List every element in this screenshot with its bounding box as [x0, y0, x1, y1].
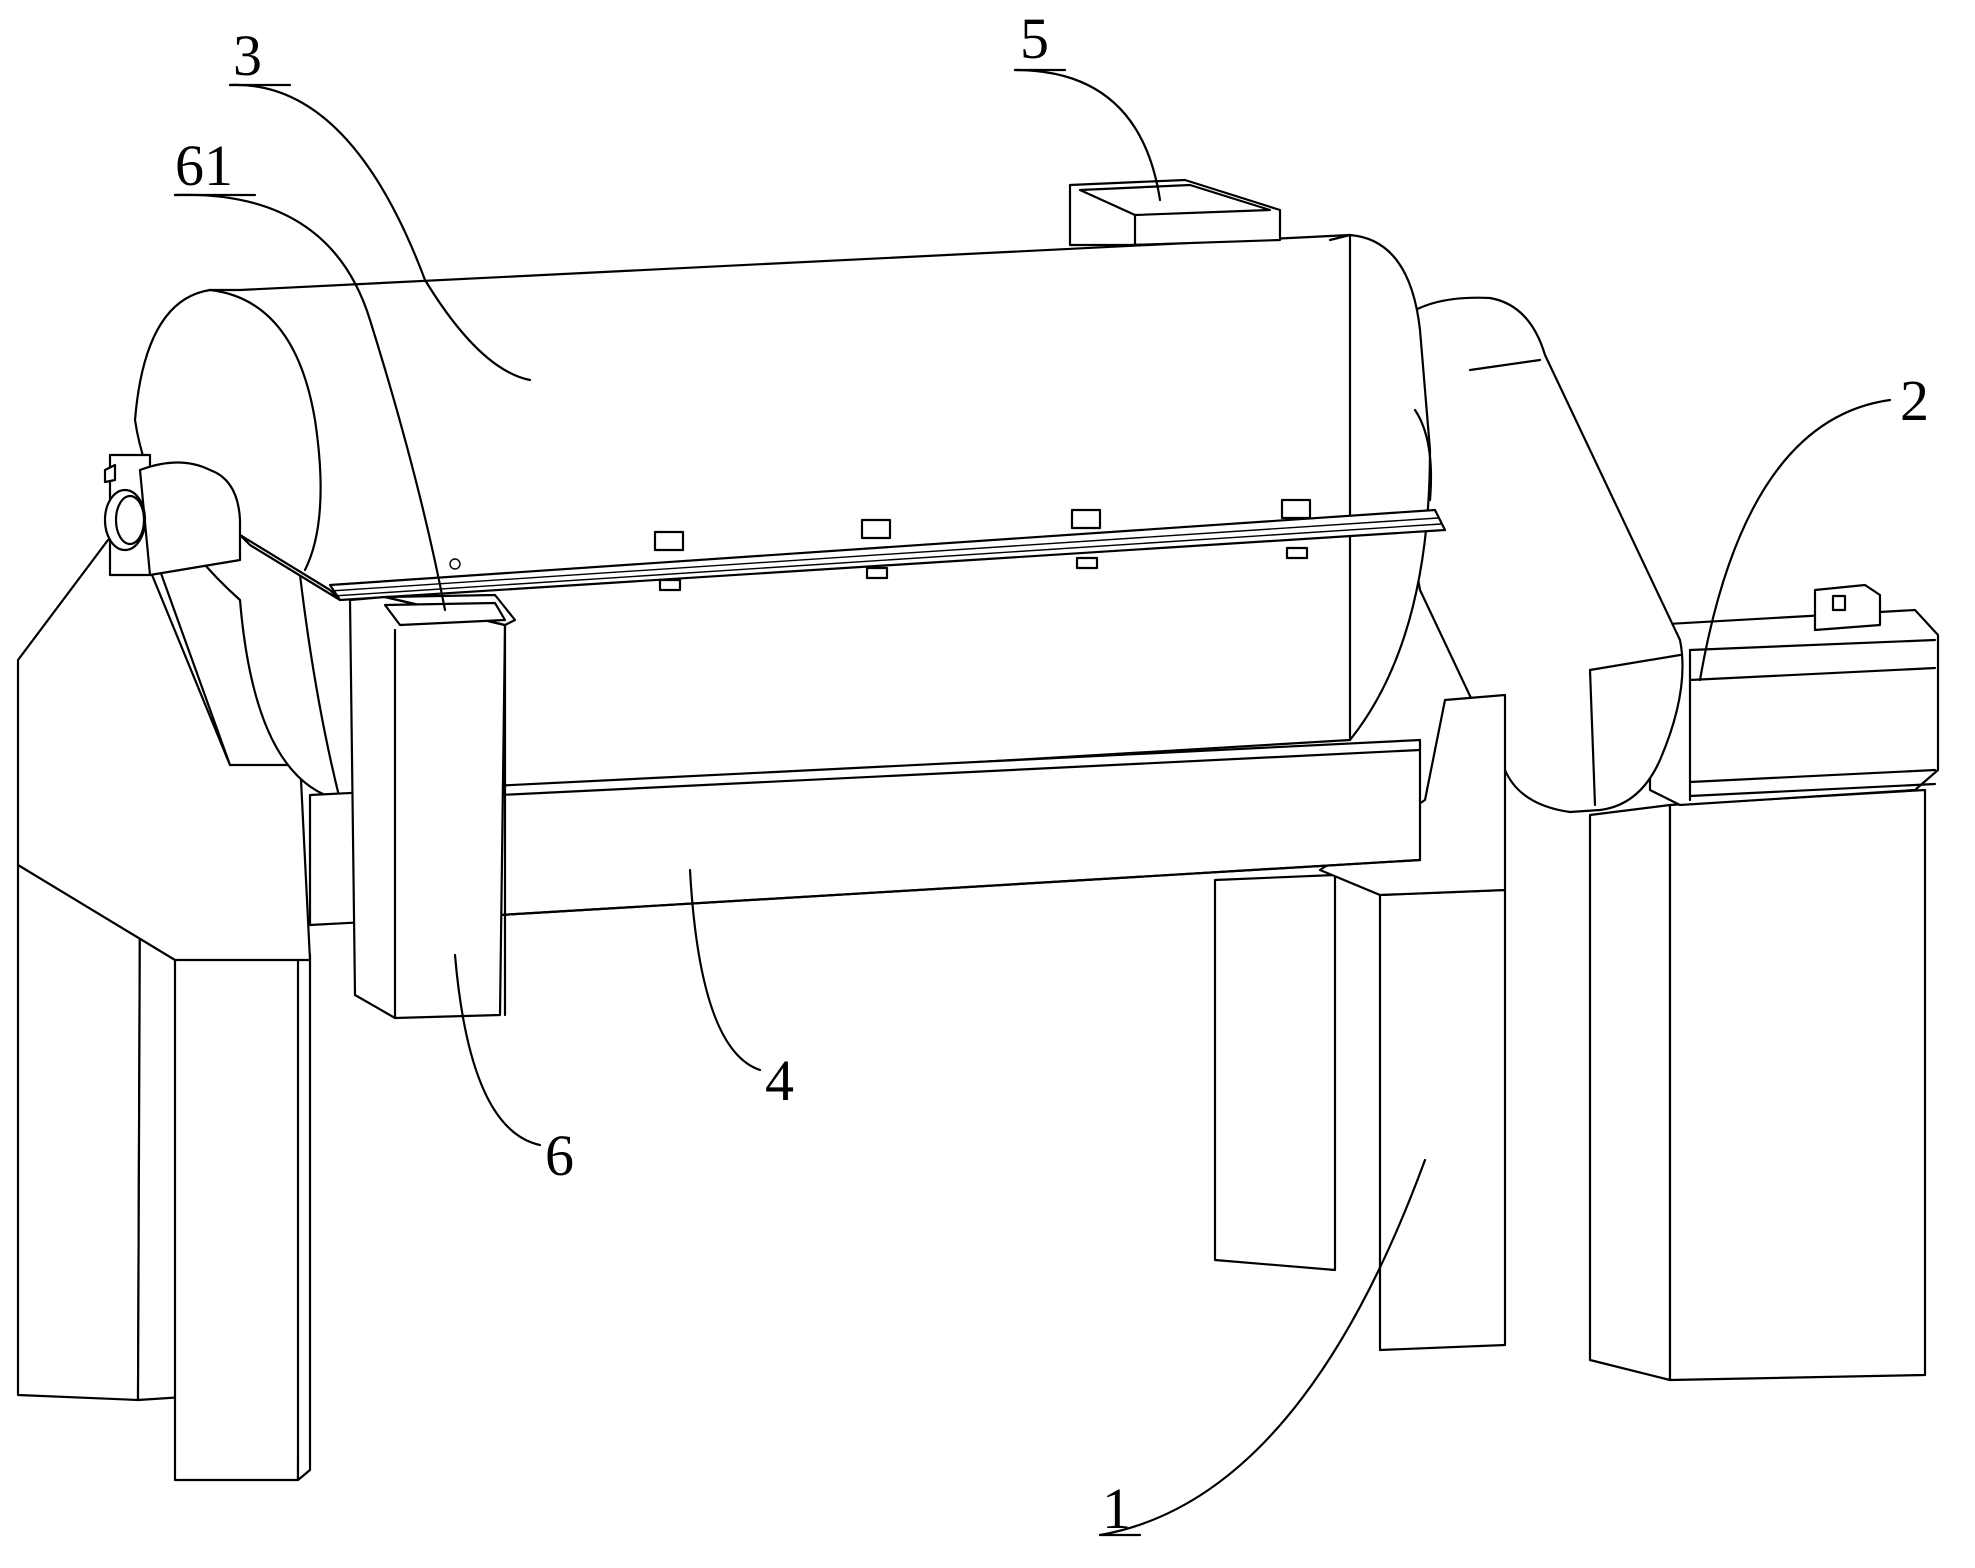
drum	[133, 233, 1433, 802]
label-3: 3	[233, 23, 262, 88]
bolts	[653, 498, 1312, 592]
frame	[16, 538, 1507, 1482]
motor	[1648, 583, 1940, 807]
label-6: 6	[545, 1123, 574, 1188]
label-61: 61	[175, 133, 233, 198]
labels: 1 2 3 4 5 6 61	[175, 6, 1929, 1541]
label-2: 2	[1900, 368, 1929, 433]
lower-shell	[308, 738, 1422, 927]
leader-lines	[173, 68, 1892, 1537]
label-4: 4	[765, 1048, 794, 1113]
inlet	[1068, 178, 1282, 247]
label-1: 1	[1102, 1476, 1131, 1541]
motor-base	[1588, 788, 1927, 1382]
left-bearing	[103, 453, 242, 577]
label-5: 5	[1020, 6, 1049, 71]
flange-bar	[238, 508, 1447, 602]
collection-box	[348, 593, 517, 1020]
